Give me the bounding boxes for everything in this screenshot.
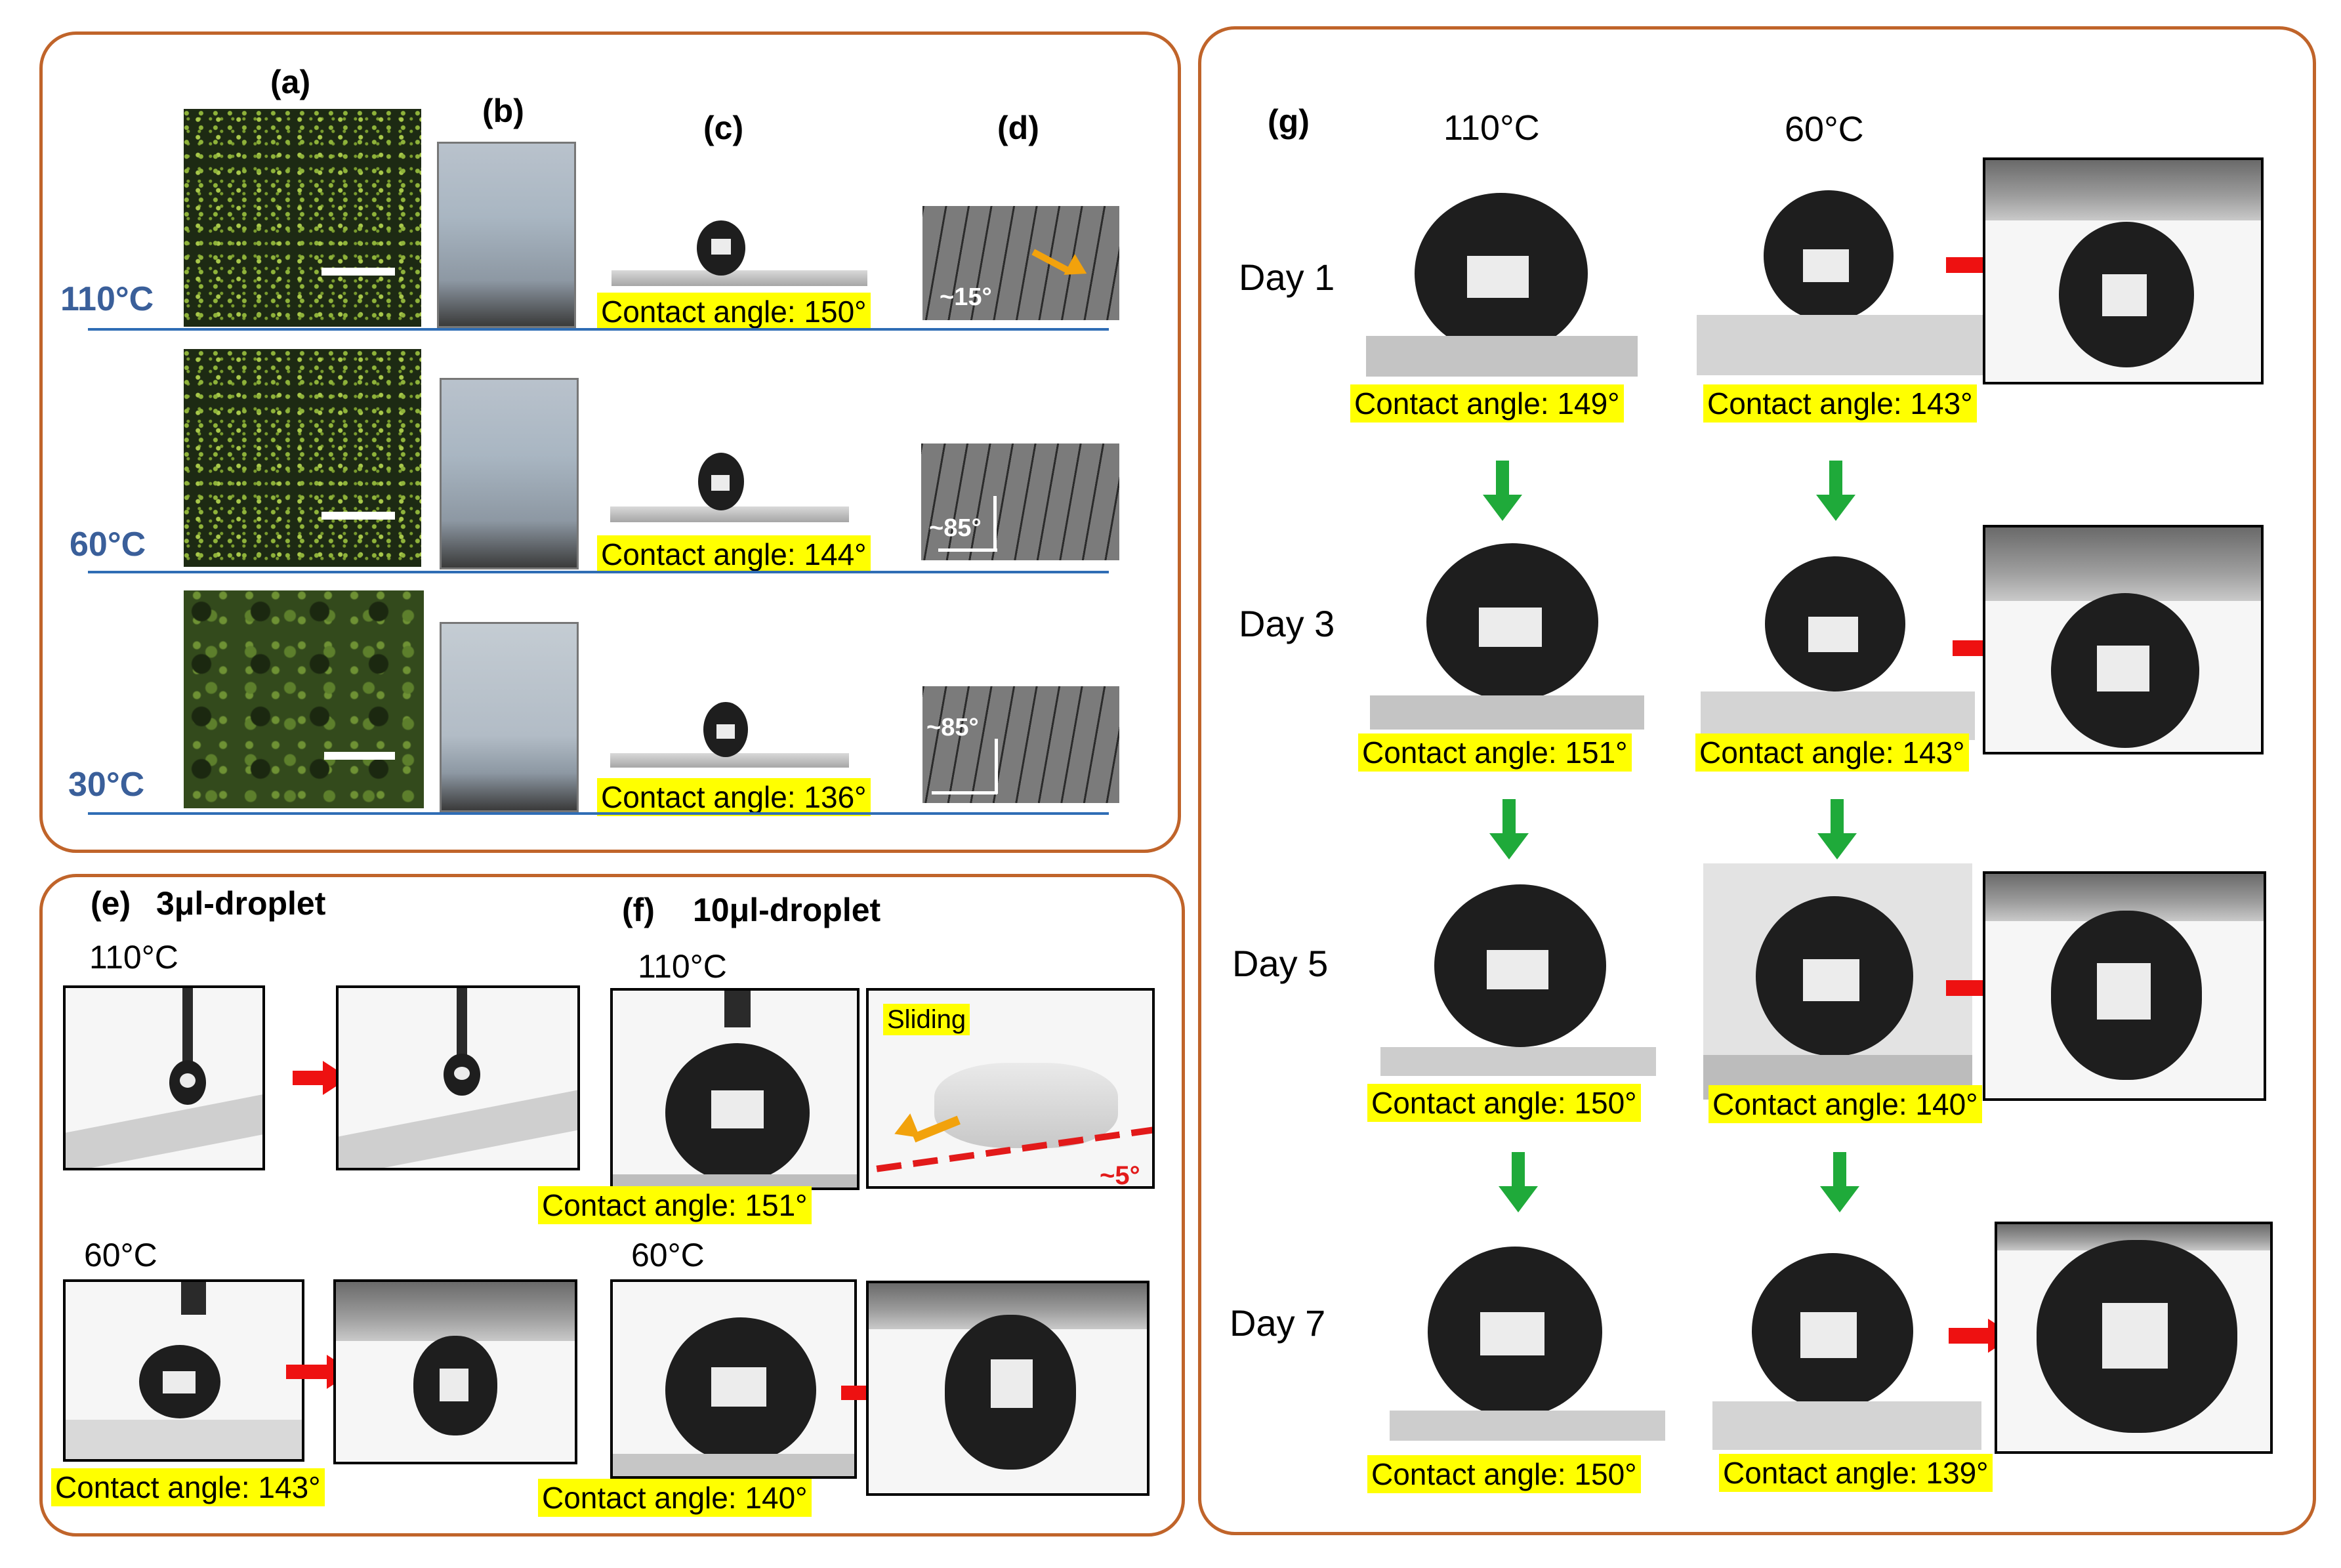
- g-d1-60-side-image: [1983, 157, 2264, 384]
- green-arrow-head: [1816, 495, 1855, 521]
- label-c: (c): [703, 110, 744, 146]
- slide-angle: ~5°: [1100, 1161, 1140, 1189]
- row-divider: [88, 328, 1109, 331]
- label-a: (a): [270, 64, 311, 100]
- e-60-image-1: [63, 1279, 304, 1462]
- temp-label-110: 110°C: [60, 280, 154, 318]
- red-arrow: [1946, 257, 1987, 273]
- f-110-sliding-image: Sliding ~5°: [866, 988, 1155, 1189]
- panel-ef-frame: [39, 874, 1185, 1537]
- e-temp-110: 110°C: [89, 939, 178, 976]
- tilt-angle-110: ~15°: [940, 283, 992, 311]
- g-d3-ca-110: Contact angle: 151°: [1358, 733, 1632, 772]
- g-d7-ca-60: Contact angle: 139°: [1719, 1454, 1993, 1492]
- green-arrow-head: [1820, 1186, 1859, 1212]
- red-arrow: [286, 1365, 328, 1379]
- row-divider: [88, 571, 1109, 573]
- sample-photo-110: [437, 142, 576, 328]
- g-d3-110-image: [1370, 543, 1644, 730]
- label-f: (f): [622, 892, 655, 928]
- green-arrow: [1831, 799, 1844, 835]
- green-arrow-head: [1483, 495, 1522, 521]
- g-d7-ca-110: Contact angle: 150°: [1367, 1455, 1641, 1493]
- red-arrow: [1949, 1328, 1989, 1344]
- tilt-angle-30: ~85°: [926, 714, 979, 741]
- label-e: (e): [91, 885, 131, 922]
- g-d3-ca-60: Contact angle: 143°: [1695, 733, 1969, 772]
- micrograph-60: [184, 349, 421, 567]
- day-label-5: Day 5: [1232, 943, 1329, 984]
- g-d3-60-side-image: [1983, 525, 2264, 754]
- day-label-7: Day 7: [1230, 1302, 1326, 1344]
- label-g: (g): [1268, 103, 1310, 140]
- f-110-image-1: [610, 988, 860, 1190]
- green-arrow-head: [1817, 833, 1857, 859]
- micrograph-30: [184, 590, 424, 808]
- green-arrow-head: [1499, 1186, 1538, 1212]
- f-temp-60: 60°C: [631, 1237, 705, 1273]
- col-head-110: 110°C: [1443, 108, 1540, 148]
- g-d5-60-side-image: [1983, 871, 2266, 1101]
- scale-bar: [324, 752, 395, 760]
- g-d1-ca-110: Contact angle: 149°: [1350, 384, 1624, 423]
- g-d5-110-image: [1380, 882, 1656, 1076]
- e-temp-60: 60°C: [84, 1237, 157, 1273]
- green-arrow-head: [1489, 833, 1529, 859]
- panel-g-frame: [1198, 26, 2316, 1535]
- tilt-angle-60: ~85°: [929, 514, 982, 542]
- f-contact-angle-110: Contact angle: 151°: [538, 1186, 812, 1224]
- scale-bar: [321, 512, 395, 520]
- g-d5-ca-110: Contact angle: 150°: [1367, 1084, 1641, 1122]
- g-d5-60-image: [1703, 863, 1972, 1100]
- sliding-label: Sliding: [883, 1004, 970, 1035]
- col-head-60: 60°C: [1785, 110, 1864, 149]
- g-d1-60-image: [1697, 190, 1985, 375]
- green-arrow: [1512, 1152, 1525, 1187]
- green-arrow: [1496, 461, 1509, 496]
- temp-label-30: 30°C: [68, 766, 145, 804]
- tilt-image-60: ~85°: [921, 444, 1119, 560]
- f-60-image-2: [866, 1281, 1150, 1496]
- e-contact-angle-60: Contact angle: 143°: [51, 1468, 325, 1506]
- title-f: 10μl-droplet: [693, 892, 881, 928]
- f-contact-angle-60: Contact angle: 140°: [538, 1479, 812, 1517]
- g-d1-110-image: [1366, 192, 1638, 377]
- green-arrow: [1502, 799, 1516, 835]
- title-e: 3μl-droplet: [156, 885, 326, 922]
- e-110-image-2: [336, 985, 580, 1170]
- contact-angle-label-60: Contact angle: 144°: [597, 535, 871, 573]
- tilt-image-110: ~15°: [922, 206, 1119, 320]
- g-d1-ca-60: Contact angle: 143°: [1703, 384, 1977, 423]
- f-60-image-1: [610, 1279, 857, 1479]
- contact-angle-label-110: Contact angle: 150°: [597, 293, 871, 331]
- red-arrow: [293, 1071, 324, 1085]
- temp-label-60: 60°C: [70, 526, 146, 564]
- g-d7-60-image: [1712, 1247, 1981, 1450]
- contact-angle-label-30: Contact angle: 136°: [597, 778, 871, 816]
- scale-bar: [321, 268, 395, 276]
- row-divider: [88, 812, 1109, 815]
- label-d: (d): [997, 110, 1039, 146]
- f-temp-110: 110°C: [638, 948, 727, 985]
- green-arrow: [1829, 461, 1842, 496]
- g-d7-60-side-image: [1995, 1222, 2273, 1454]
- e-110-image-1: [63, 985, 265, 1170]
- sample-photo-30: [440, 622, 579, 812]
- e-60-image-2: [333, 1279, 577, 1464]
- sample-photo-60: [440, 378, 579, 569]
- g-d7-110-image: [1390, 1247, 1665, 1441]
- red-arrow: [1946, 980, 1987, 996]
- day-label-3: Day 3: [1239, 603, 1335, 644]
- label-b: (b): [482, 93, 524, 129]
- tilt-image-30: ~85°: [922, 686, 1119, 803]
- green-arrow: [1833, 1152, 1846, 1187]
- day-label-1: Day 1: [1239, 257, 1335, 298]
- g-d5-ca-60: Contact angle: 140°: [1709, 1085, 1982, 1123]
- g-d3-60-image: [1701, 556, 1975, 740]
- panel-abcd-frame: [39, 31, 1181, 853]
- micrograph-110: [184, 109, 421, 327]
